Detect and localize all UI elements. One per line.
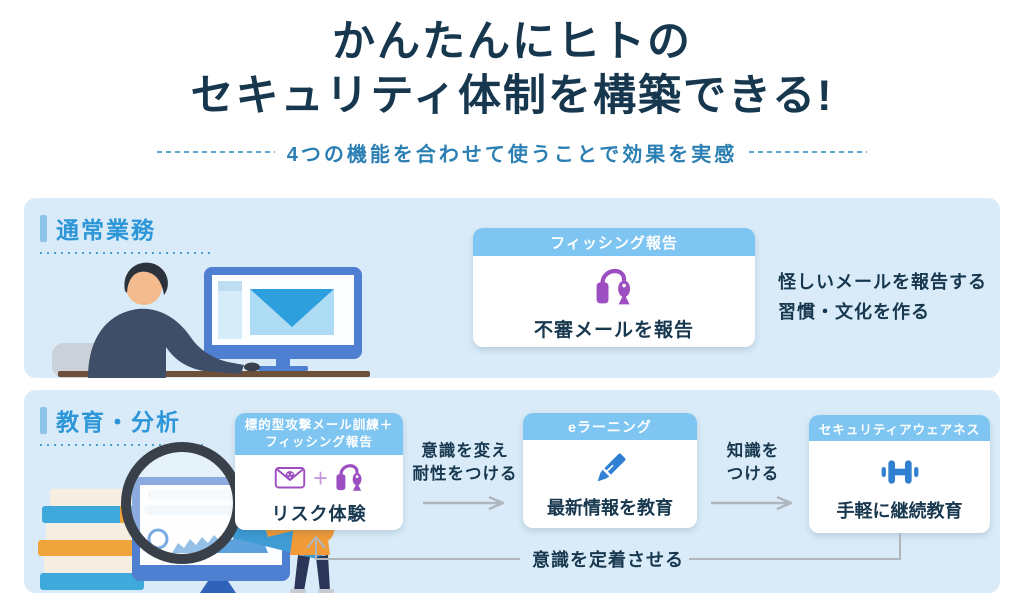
- panel-education-label: 教育・分析: [56, 409, 181, 435]
- label-bar: [40, 406, 47, 434]
- card-elearning-body: 最新情報を教育: [523, 440, 697, 528]
- card-phishing-report-label: 不審メールを報告: [533, 319, 694, 341]
- right-arrow-icon: [711, 496, 793, 511]
- card-attack-training-header-line2: フィッシング報告: [265, 434, 373, 449]
- page-title-line2: セキュリティ体制を構築できる!: [190, 71, 834, 120]
- flow-arrow-1-line2: 耐性をつける: [412, 465, 518, 484]
- panel-education-analysis: 教育・分析: [24, 390, 1000, 593]
- page-subtitle-row: 4つの機能を合わせて使うことで効果を実感: [0, 138, 1024, 167]
- card-attack-training-label: リスク体験: [271, 503, 367, 524]
- card-attack-training-header: 標的型攻撃メール訓練＋ フィッシング報告: [235, 413, 403, 455]
- right-arrow-icon: [423, 496, 505, 511]
- phishing-report-note-line1: 怪しいメールを報告する: [778, 272, 987, 292]
- card-elearning-header: eラーニング: [523, 413, 697, 440]
- page-subtitle: 4つの機能を合わせて使うことで効果を実感: [286, 143, 738, 166]
- card-security-awareness-header: セキュリティアウェアネス: [809, 415, 990, 441]
- monitor-neck: [276, 359, 290, 368]
- flow-arrow-1-line1: 意識を変え: [421, 442, 509, 460]
- dumbbell-icon: [881, 459, 918, 484]
- page-title-line1: かんたんにヒトの: [332, 18, 692, 66]
- card-phishing-report-header: フィッシング報告: [473, 228, 755, 256]
- email-envelope-on-screen: [250, 289, 334, 335]
- flow-arrow-2-block: 知識を つける: [699, 440, 807, 518]
- card-elearning: eラーニング 最新情報を教育: [523, 413, 697, 528]
- malicious-mail-icon: [275, 466, 306, 489]
- monitor-stand: [200, 581, 236, 593]
- man-at-desk-illustration: [52, 262, 370, 378]
- office-worker: [88, 262, 260, 378]
- card-security-awareness: セキュリティアウェアネス 手軽に継続教育: [809, 415, 990, 533]
- monitor-base: [258, 366, 308, 371]
- card-phishing-report-body: 不審メールを報告: [473, 256, 755, 347]
- phishing-rod-and-fish-icon: [335, 464, 362, 491]
- phishing-report-note: 怪しいメールを報告する 習慣・文化を作る: [778, 268, 987, 327]
- screen-sidebar-chip: [218, 281, 242, 291]
- book-stack: [38, 489, 144, 590]
- panel-education-label-block: 教育・分析: [40, 403, 206, 446]
- subtitle-left-dashes: [156, 151, 275, 153]
- phishing-rod-and-fish-icon: [596, 268, 631, 304]
- flow-arrow-2-line1: 知識を: [726, 442, 780, 460]
- panel-normal-work: 通常業務 フィッシン: [24, 198, 1000, 378]
- plus-sign: ＋: [312, 470, 329, 488]
- card-elearning-label: 最新情報を教育: [547, 497, 673, 518]
- feedback-arrow-label: 意識を定着させる: [532, 550, 684, 570]
- subtitle-right-dashes: [749, 151, 868, 153]
- mouse: [244, 362, 260, 372]
- card-attack-training-header-line1: 標的型攻撃メール訓練＋: [244, 418, 394, 432]
- card-phishing-report: フィッシング報告 不審メールを報告: [473, 228, 755, 347]
- flow-arrow-2-line2: つける: [726, 465, 780, 484]
- label-dotted-underline: [40, 252, 212, 254]
- pencil-icon: [597, 452, 626, 481]
- page-title: かんたんにヒトの セキュリティ体制を構築できる!: [0, 16, 1024, 124]
- card-attack-training: 標的型攻撃メール訓練＋ フィッシング報告 ＋: [235, 413, 403, 530]
- label-dotted-underline: [40, 444, 206, 446]
- panel-normal-work-label-block: 通常業務: [40, 211, 212, 254]
- card-security-awareness-body: 手軽に継続教育: [809, 441, 990, 533]
- card-security-awareness-label: 手軽に継続教育: [836, 500, 963, 521]
- label-bar: [40, 214, 47, 242]
- flow-arrow-1-block: 意識を変え 耐性をつける: [409, 440, 521, 518]
- card-attack-training-body: ＋ リスク体験: [235, 455, 403, 530]
- panel-normal-work-label: 通常業務: [56, 217, 156, 243]
- phishing-report-note-line2: 習慣・文化を作る: [778, 301, 930, 322]
- page-header: かんたんにヒトの セキュリティ体制を構築できる! 4つの機能を合わせて使うことで…: [0, 16, 1024, 167]
